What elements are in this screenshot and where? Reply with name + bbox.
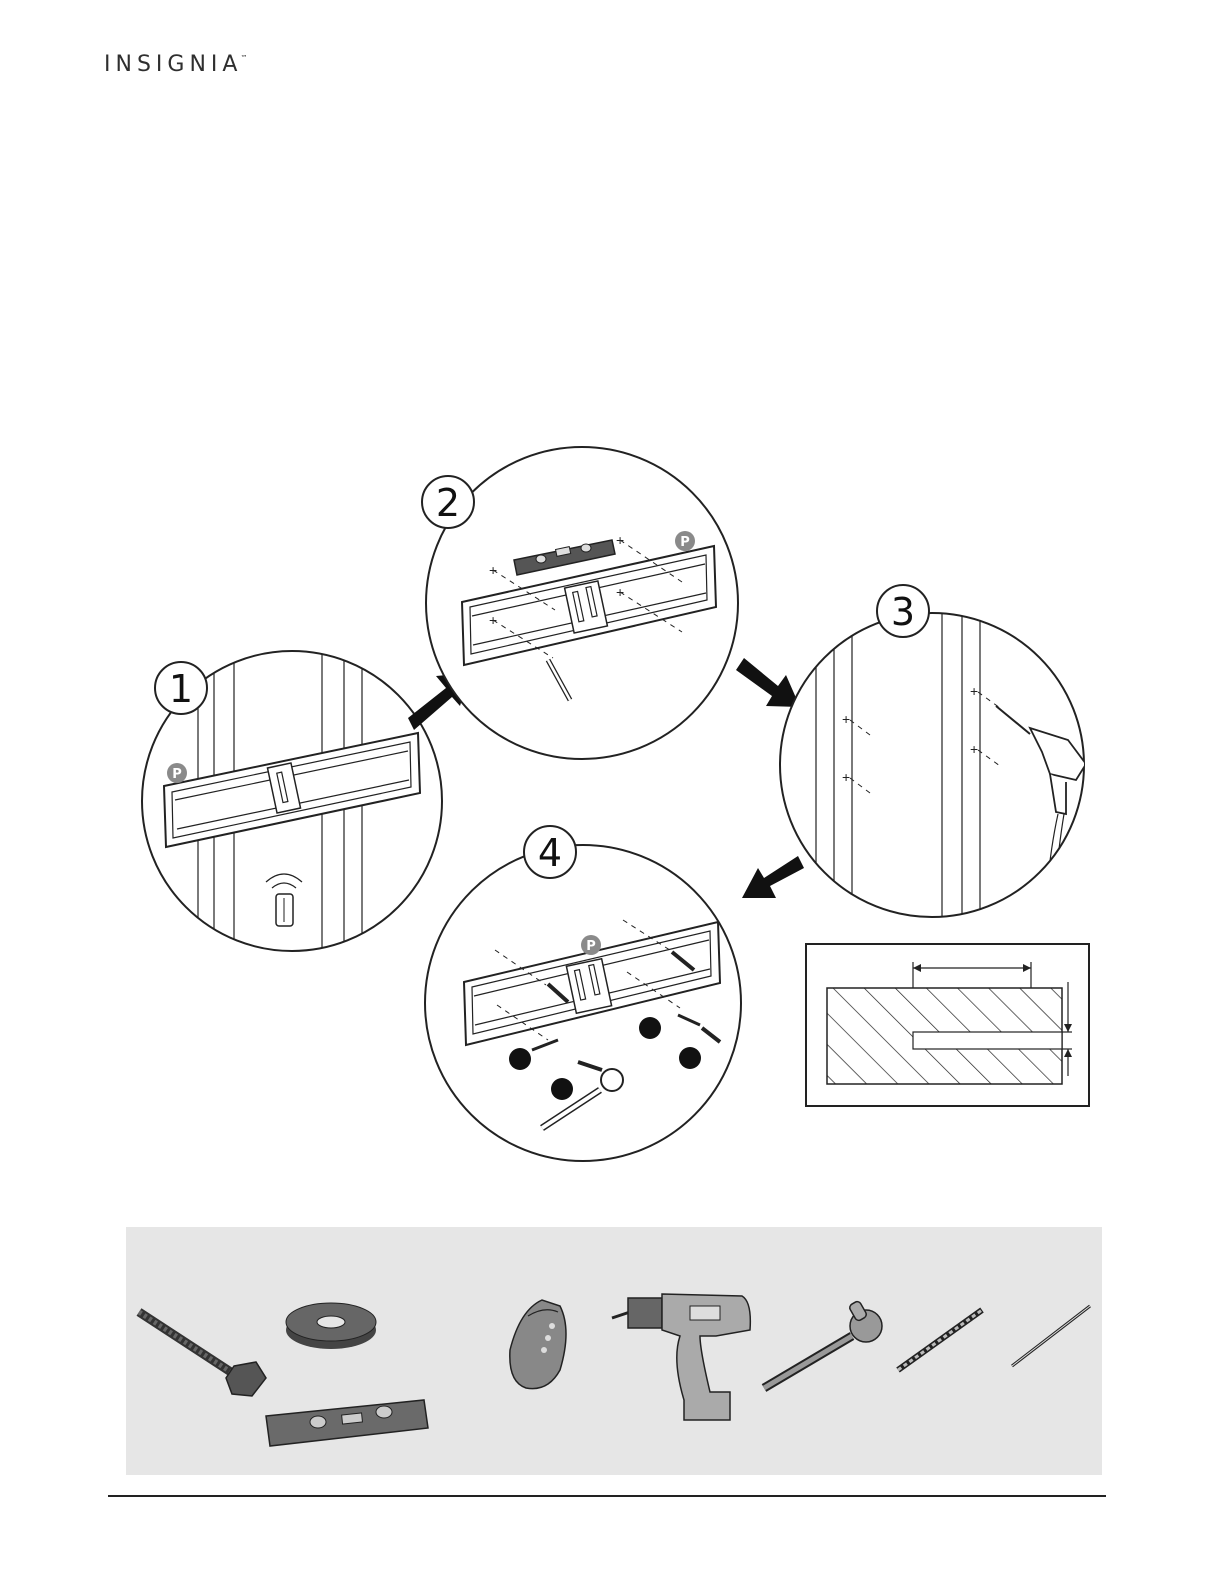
step-2-number: 2 — [436, 481, 460, 525]
svg-text:+: + — [616, 532, 624, 548]
pilot-hole — [913, 1032, 1062, 1049]
level-icon — [266, 1400, 428, 1446]
step-2-number-badge: 2 — [422, 476, 474, 528]
svg-text:+: + — [970, 683, 978, 699]
step-4-number-badge: 4 — [524, 826, 576, 878]
washer-icon — [286, 1303, 376, 1349]
step-1-number-badge: 1 — [155, 662, 207, 714]
svg-text:+: + — [489, 612, 497, 628]
pilot-hole-detail — [806, 944, 1089, 1106]
svg-text:+: + — [842, 769, 850, 785]
step-3-number: 3 — [891, 590, 915, 634]
svg-text:+: + — [489, 562, 497, 578]
drill-bit-icon — [898, 1310, 982, 1370]
pencil-icon — [1012, 1306, 1090, 1366]
svg-text:+: + — [616, 584, 624, 600]
step-3-number-badge: 3 — [877, 585, 929, 637]
arrow-step-2-to-3 — [736, 658, 800, 707]
svg-text:+: + — [842, 711, 850, 727]
step-1-badge-label: P — [172, 767, 182, 782]
step-4-pencil-mark-badge: P — [581, 935, 601, 955]
step-1-number: 1 — [169, 667, 193, 711]
lag-bolt-icon — [139, 1312, 266, 1396]
arrow-step-3-to-4 — [742, 856, 804, 898]
socket-wrench-icon — [764, 1300, 882, 1388]
step-4-badge-label: P — [586, 939, 596, 954]
step-2-badge-label: P — [680, 535, 690, 550]
step-4-number: 4 — [538, 831, 562, 875]
step-1-pencil-mark-badge: P — [167, 763, 187, 783]
step-2-pencil-mark-badge: P — [675, 531, 695, 551]
step-2-circle: + + + + P 2 — [422, 447, 738, 759]
step-4-circle: P 4 — [425, 826, 741, 1161]
step-3-circle: + + + + 3 — [780, 585, 1086, 930]
drill-icon — [612, 1294, 750, 1420]
step-1-circle: P 1 — [142, 640, 442, 960]
svg-text:+: + — [970, 741, 978, 757]
stud-finder-icon — [510, 1300, 566, 1389]
